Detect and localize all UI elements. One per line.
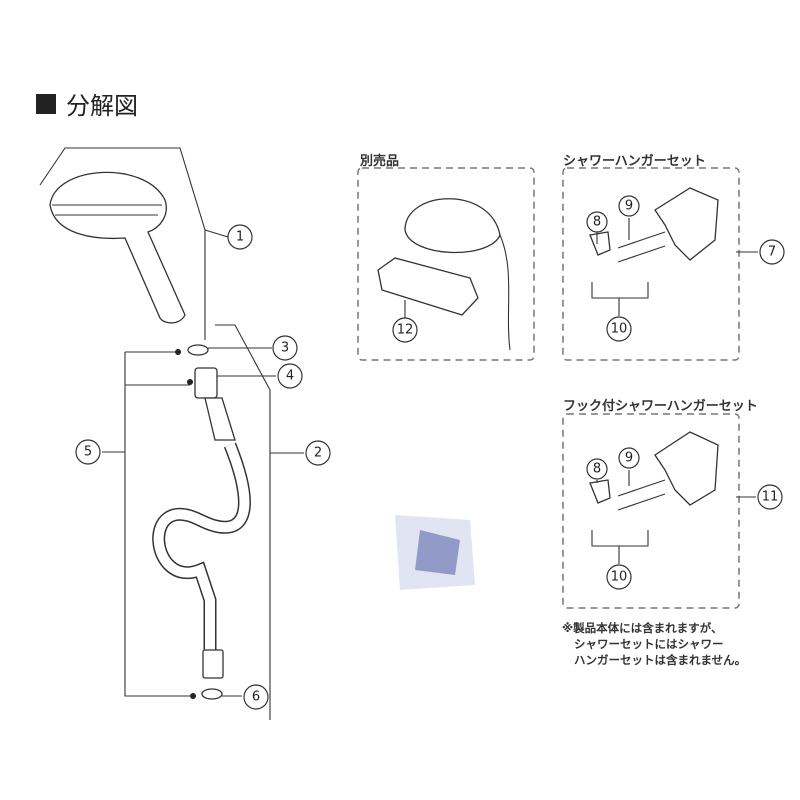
diagram-title: 分解図 bbox=[36, 86, 138, 121]
adapter-4 bbox=[194, 367, 218, 399]
callout-6: 6 bbox=[243, 684, 269, 710]
note-line-3: ハンガーセットは含まれません。 bbox=[574, 653, 747, 667]
callout-7: 7 bbox=[759, 239, 785, 265]
hose-2 bbox=[152, 397, 251, 679]
callout-5: 5 bbox=[75, 439, 101, 465]
part-12 bbox=[377, 257, 479, 316]
hook-hanger-set-box bbox=[562, 413, 740, 609]
hanger-set-parts bbox=[589, 187, 719, 564]
label-hook-hanger-set: フック付シャワーハンガーセット bbox=[563, 399, 758, 414]
title-text: 分解図 bbox=[66, 92, 138, 120]
marker-dot bbox=[187, 379, 193, 385]
svg-text:5: 5 bbox=[84, 445, 92, 460]
o-ring-3 bbox=[187, 344, 209, 356]
svg-text:3: 3 bbox=[281, 341, 289, 356]
svg-text:9: 9 bbox=[625, 451, 633, 466]
svg-text:7: 7 bbox=[768, 245, 776, 260]
svg-text:12: 12 bbox=[397, 323, 414, 338]
label-hanger-set: シャワーハンガーセット bbox=[563, 154, 706, 169]
note-text: ※製品本体には含まれますが、 シャワーセットにはシャワー ハンガーセットは含まれ… bbox=[562, 620, 746, 668]
callout-10-hook: 10 bbox=[606, 564, 632, 590]
callout-8: 8 bbox=[586, 211, 608, 233]
svg-text:10: 10 bbox=[611, 570, 628, 585]
optional-shower-head bbox=[377, 198, 511, 351]
hanger-set-box bbox=[562, 167, 740, 361]
callout-11: 11 bbox=[757, 484, 783, 510]
svg-text:8: 8 bbox=[593, 215, 601, 230]
blurred-image-artifact bbox=[395, 515, 475, 590]
callout-9-hook: 9 bbox=[618, 447, 640, 469]
callout-2: 2 bbox=[305, 440, 331, 466]
svg-text:8: 8 bbox=[593, 462, 601, 477]
svg-text:4: 4 bbox=[286, 369, 294, 384]
sold-separately-box bbox=[357, 167, 535, 361]
svg-text:1: 1 bbox=[236, 230, 244, 245]
callout-3: 3 bbox=[272, 335, 298, 361]
svg-text:9: 9 bbox=[625, 199, 633, 214]
square-bullet-icon bbox=[36, 93, 56, 114]
callout-4: 4 bbox=[277, 363, 303, 389]
callout-8-hook: 8 bbox=[586, 458, 608, 480]
callout-10: 10 bbox=[606, 316, 632, 342]
callout-12: 12 bbox=[392, 317, 418, 343]
note-line-1: ※製品本体には含まれますが、 bbox=[562, 621, 723, 635]
callout-1: 1 bbox=[227, 224, 253, 250]
callout-9: 9 bbox=[618, 195, 640, 217]
svg-text:10: 10 bbox=[611, 322, 628, 337]
note-line-2: シャワーセットにはシャワー bbox=[574, 637, 724, 651]
shower-head bbox=[39, 147, 206, 340]
washer-6 bbox=[201, 688, 223, 700]
svg-text:11: 11 bbox=[762, 490, 779, 505]
svg-text:6: 6 bbox=[252, 690, 260, 705]
svg-text:2: 2 bbox=[314, 446, 322, 461]
label-sold-separately: 別売品 bbox=[360, 154, 400, 169]
